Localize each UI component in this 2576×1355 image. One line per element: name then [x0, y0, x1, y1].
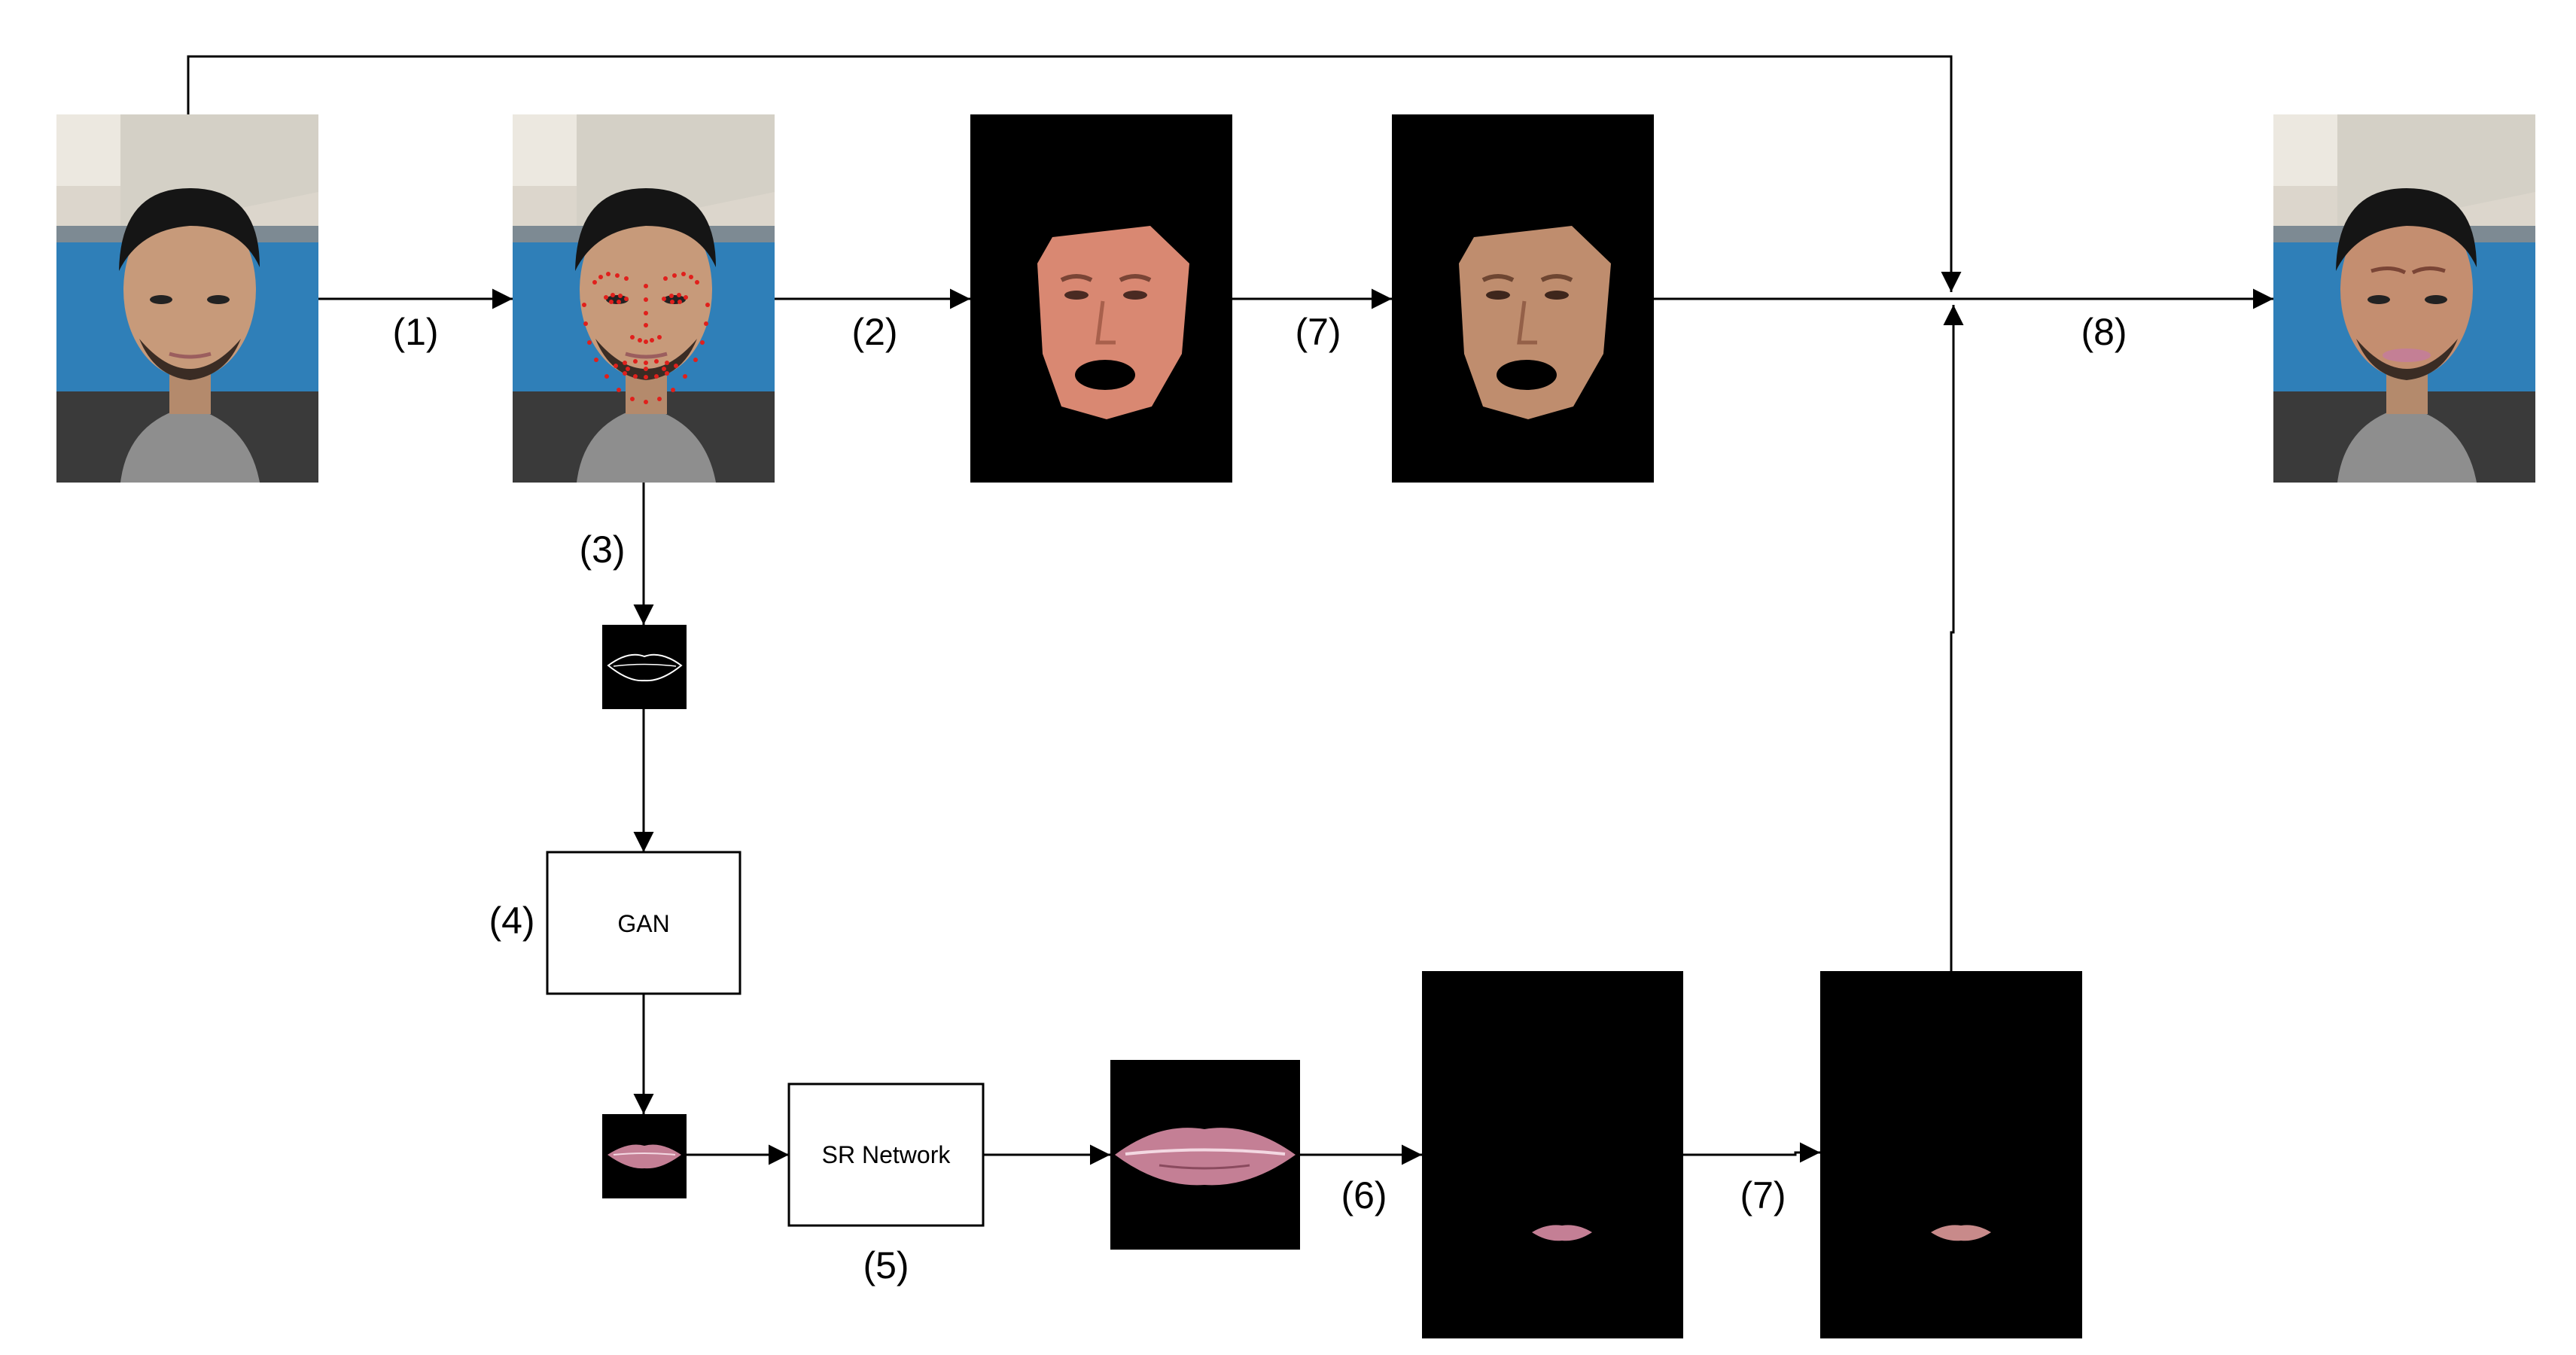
lip-return-line — [1943, 305, 1964, 971]
step-4-label: (4) — [489, 900, 534, 942]
upscaled-lips — [1110, 1060, 1300, 1250]
step-labels: (1) (2) (7) (8) (3) (4) (5) (6) (7) — [392, 311, 2127, 1286]
gan-label: GAN — [617, 910, 669, 937]
sr-network-label: SR Network — [822, 1141, 952, 1168]
target-face-warp — [970, 114, 1232, 483]
step-2-label: (2) — [851, 311, 897, 353]
sr-network-box: SR Network — [787, 1082, 985, 1227]
step-7-bottom-label: (7) — [1740, 1174, 1786, 1216]
step-8-label: (8) — [2081, 311, 2127, 353]
step-6-label: (6) — [1341, 1174, 1387, 1216]
input-face-photo — [56, 114, 318, 483]
lip-canvas-color-matched — [1820, 971, 2082, 1338]
step-5-label: (5) — [863, 1244, 909, 1286]
step-3-label: (3) — [579, 528, 625, 571]
landmark-face-photo — [513, 114, 775, 483]
lip-sketch — [602, 625, 687, 709]
connectors — [187, 55, 2273, 1165]
lip-canvas — [1422, 971, 1683, 1338]
arrow-7-bottom — [1683, 1142, 1820, 1163]
generated-lips — [602, 1114, 687, 1198]
gan-box: GAN — [546, 851, 741, 995]
step-1-label: (1) — [392, 311, 438, 353]
output-face-photo — [2273, 114, 2535, 483]
landmark-dots — [582, 272, 710, 404]
skip-connection-line — [187, 55, 1962, 292]
step-7-top-label: (7) — [1295, 311, 1341, 353]
color-matched-face — [1392, 114, 1654, 483]
